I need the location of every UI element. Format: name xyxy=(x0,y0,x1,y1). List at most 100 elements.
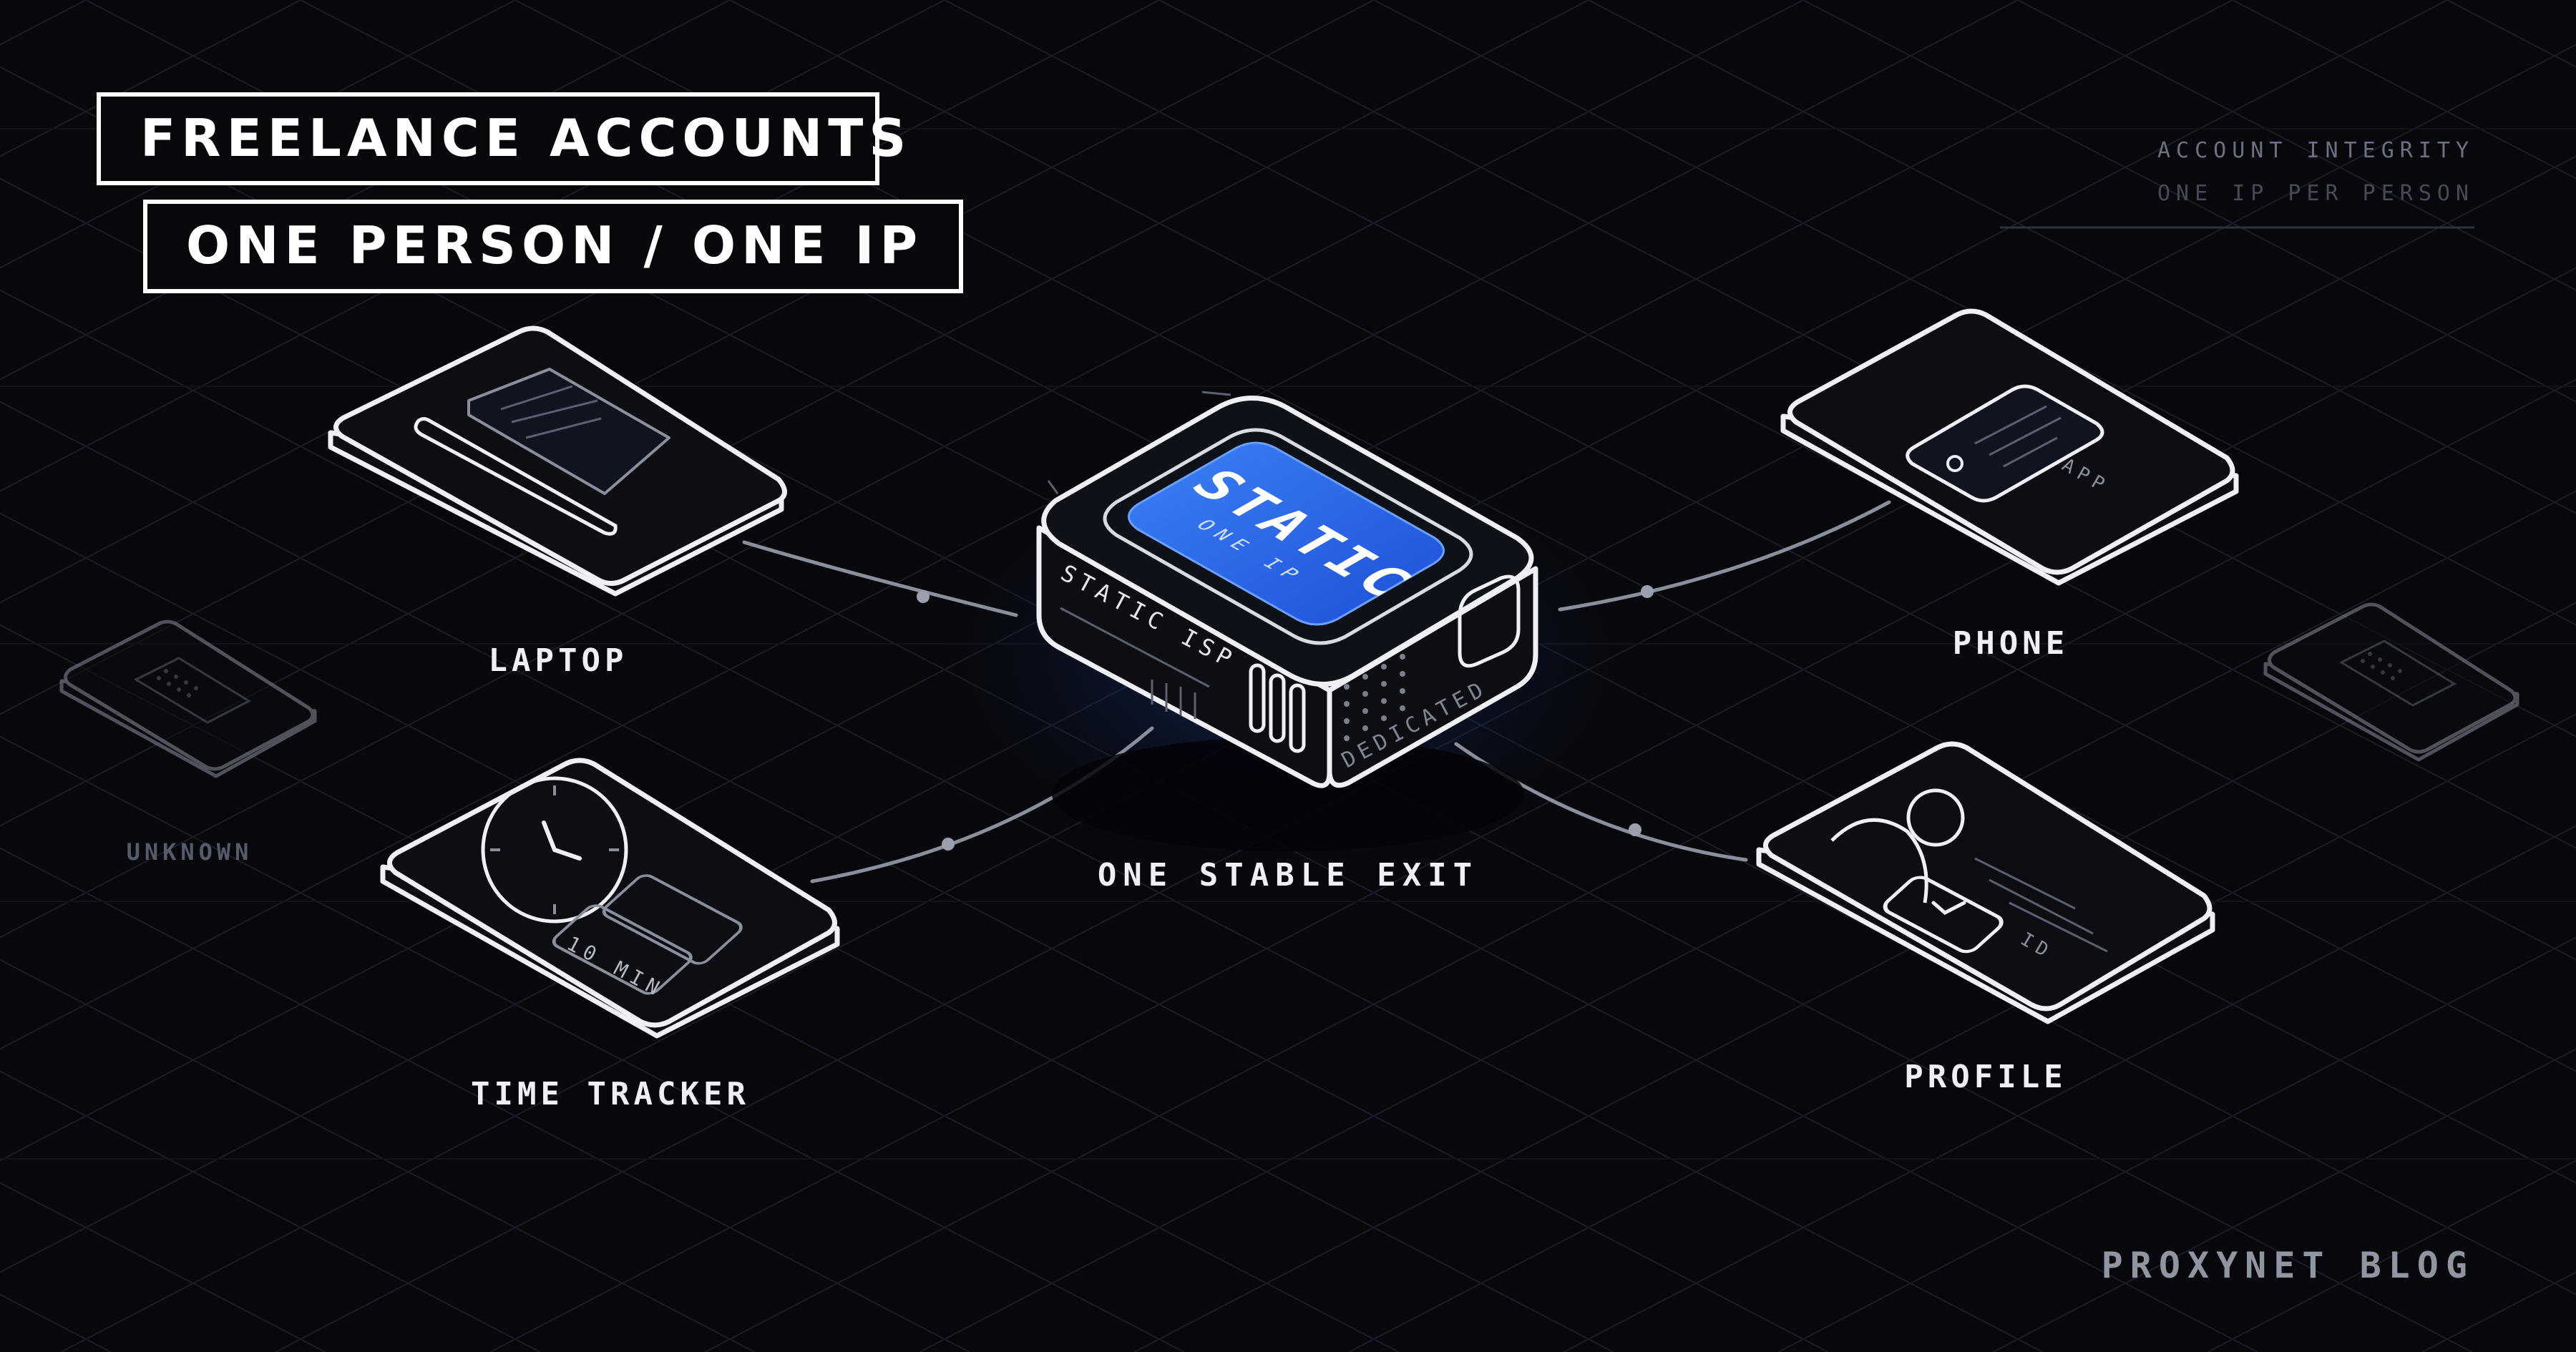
phone-icon xyxy=(1906,384,2104,503)
grid-line xyxy=(0,289,2044,1352)
vent-dot xyxy=(1381,681,1387,687)
vent-dot xyxy=(1381,715,1387,721)
device-vent-lines xyxy=(1151,680,1196,719)
check-icon xyxy=(1931,901,1966,916)
grid-line xyxy=(729,0,2576,961)
corner-note-line-2: ONE IP PER PERSON xyxy=(2157,181,2474,206)
device-shadow xyxy=(1052,737,1524,851)
grid-line xyxy=(0,1070,541,1352)
grid-line xyxy=(1802,0,2576,403)
phone-label: PHONE xyxy=(1953,625,2069,662)
grid-line xyxy=(0,0,1804,939)
title-block: FREELANCE ACCOUNTS ONE PERSON / ONE IP xyxy=(97,92,963,293)
time-tracker-label: TIME TRACKER xyxy=(471,1076,750,1112)
phone-button-icon xyxy=(1946,455,1963,472)
phone-text-lines xyxy=(1974,405,2062,468)
unknown-card xyxy=(133,657,252,724)
grid-line xyxy=(1348,713,2576,1352)
center-caption: ONE STABLE EXIT xyxy=(1098,857,1478,893)
verified-badge xyxy=(1883,876,2004,954)
grid-line xyxy=(0,735,1185,1352)
grid-line xyxy=(919,490,2576,1352)
device-left-rule xyxy=(1060,607,1210,688)
connector-dot xyxy=(1641,585,1654,598)
user-body-icon xyxy=(1830,818,1928,903)
device-port-slots xyxy=(1249,663,1306,753)
grid-line xyxy=(0,847,970,1352)
device-top-tick xyxy=(1047,480,1059,494)
unknown-node xyxy=(59,619,317,778)
grid-line xyxy=(0,512,1614,1352)
corner-note: ACCOUNT INTEGRITY ONE IP PER PERSON xyxy=(2000,138,2474,229)
grid-line xyxy=(2017,0,2576,291)
laptop-bar xyxy=(414,417,618,536)
connector-dot xyxy=(917,590,930,603)
vent-dot xyxy=(1362,691,1368,697)
tracker-card xyxy=(602,874,743,965)
profile-node: ID PROFILE xyxy=(1756,741,2215,1095)
laptop-label: LAPTOP xyxy=(489,642,628,679)
corner-note-line-1: ACCOUNT INTEGRITY xyxy=(2157,138,2474,163)
grid-line xyxy=(0,0,1589,827)
laptop-text-lines xyxy=(500,385,602,439)
profile-slab-top xyxy=(1763,741,2212,1011)
vent-dot xyxy=(1344,735,1350,741)
title-line-1: FREELANCE ACCOUNTS xyxy=(140,108,912,168)
vent-dot xyxy=(1400,654,1405,660)
connector-phone xyxy=(1558,500,1891,612)
connector-dot xyxy=(942,838,955,851)
laptop-node: LAPTOP xyxy=(328,325,787,679)
grid-line xyxy=(1588,0,2576,514)
unknown-label: UNKNOWN xyxy=(127,838,253,866)
vent-dot xyxy=(1362,725,1368,731)
laptop-window xyxy=(467,368,670,495)
vent-dot xyxy=(1381,664,1387,670)
time-tracker-node: 10 MIN TIME TRACKER xyxy=(380,758,840,1112)
grid-line xyxy=(1992,1048,2576,1352)
clock-hands xyxy=(542,820,582,861)
faded-card xyxy=(2338,640,2457,707)
phone-node: APP PHONE xyxy=(1780,308,2239,662)
vent-dot xyxy=(1362,674,1368,680)
connector-dot xyxy=(1629,823,1641,836)
tracker-card xyxy=(552,904,693,995)
connector-laptop xyxy=(742,540,1018,617)
device-screen xyxy=(1128,441,1445,626)
grid-line xyxy=(489,267,2576,1352)
title-box-1 xyxy=(97,92,879,185)
device-dot-grid xyxy=(1344,654,1405,741)
device-top-tick xyxy=(1201,391,1231,396)
vent-dot xyxy=(1344,684,1350,690)
vent-dot xyxy=(1344,718,1350,724)
vent-dot xyxy=(1400,671,1405,677)
grid-line xyxy=(1777,936,2576,1352)
profile-label: PROFILE xyxy=(1904,1059,2067,1095)
vent-dot xyxy=(1344,701,1350,707)
vent-dot xyxy=(1400,705,1405,711)
faded-dots xyxy=(2361,652,2402,680)
vent-dot xyxy=(1362,708,1368,714)
unknown-dots xyxy=(157,669,198,697)
title-box-2 xyxy=(143,200,963,293)
grid-line xyxy=(0,0,516,269)
device-right-face xyxy=(1327,566,1538,788)
vent-dot xyxy=(1400,688,1405,694)
grid-line xyxy=(0,0,2019,1050)
grid-line xyxy=(0,401,1829,1352)
faded-device-right xyxy=(2263,602,2519,762)
device-side-port xyxy=(1458,574,1521,668)
clock-ticks xyxy=(490,785,619,914)
clock-icon xyxy=(481,776,628,924)
user-avatar-icon xyxy=(1906,788,1965,847)
vent-dot xyxy=(1381,698,1387,704)
title-line-2: ONE PERSON / ONE IP xyxy=(186,215,923,275)
grid-line xyxy=(0,959,756,1352)
grid-line xyxy=(704,378,2576,1352)
profile-text-lines xyxy=(1974,857,2108,953)
footer-brand: PROXYNET BLOG xyxy=(2102,1245,2474,1286)
device-screen-bezel xyxy=(1103,428,1473,645)
connector-dots xyxy=(917,585,1654,851)
grid-line xyxy=(1373,0,2576,626)
grid-line xyxy=(1563,825,2576,1352)
